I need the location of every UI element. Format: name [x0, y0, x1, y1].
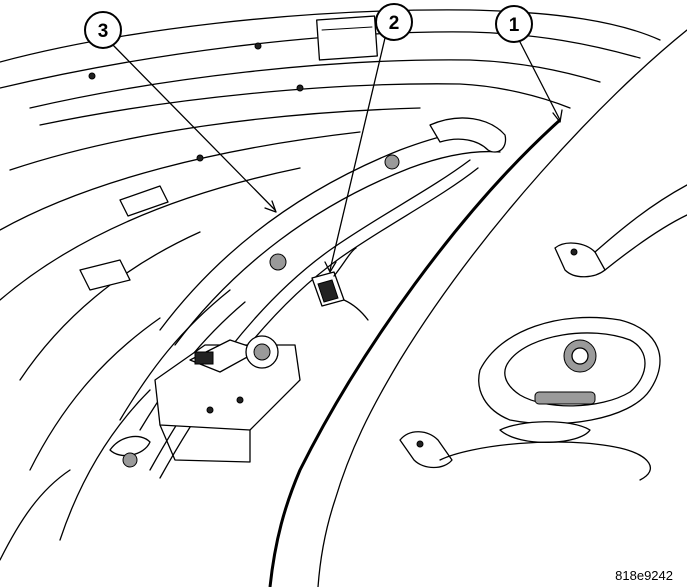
figure-id: 818e9242	[615, 568, 673, 583]
leader-line-2	[329, 37, 386, 271]
wiring-harness	[149, 159, 479, 479]
callout-3-label: 3	[98, 21, 109, 42]
callout-1-label: 1	[509, 15, 520, 36]
roof-panel	[0, 9, 661, 561]
overhead-console	[399, 184, 687, 481]
overhead-module-bracket	[154, 335, 301, 463]
callout-2: 2	[375, 3, 413, 41]
callout-2-label: 2	[389, 13, 400, 34]
callout-3: 3	[84, 11, 122, 49]
electrical-connector	[311, 247, 369, 321]
leader-line-3	[111, 43, 276, 211]
callout-1: 1	[495, 5, 533, 43]
leader-lines	[111, 37, 563, 273]
windshield-edge	[268, 29, 687, 587]
leader-line-1	[519, 41, 561, 121]
